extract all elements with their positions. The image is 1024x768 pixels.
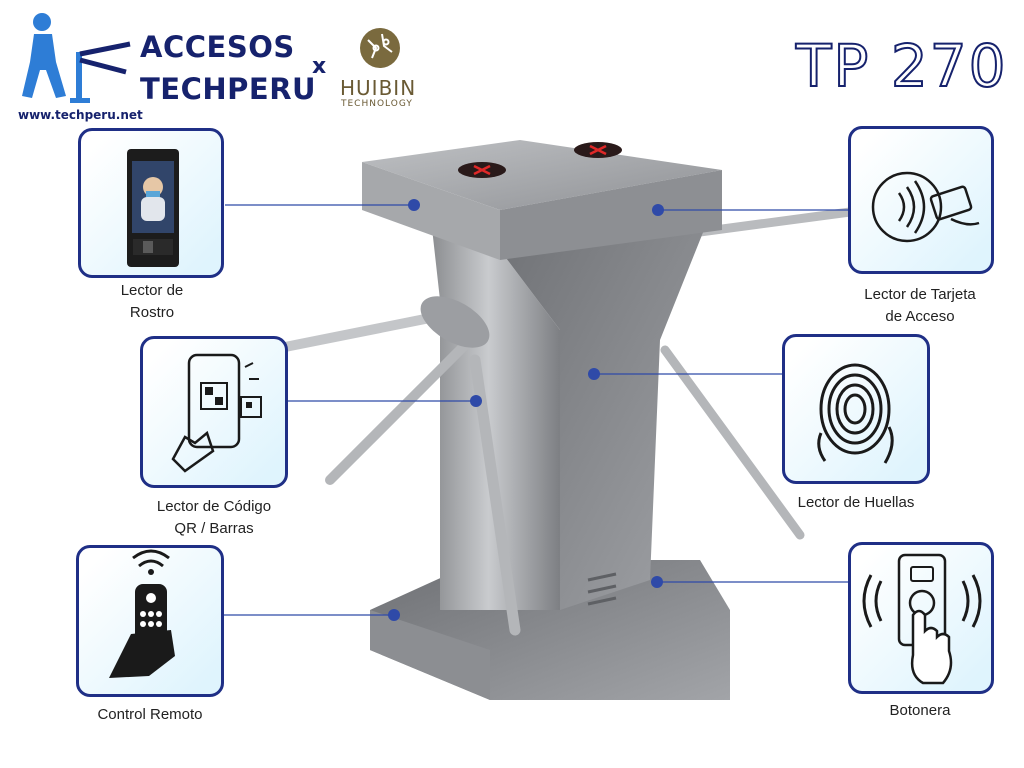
model-title: TP 270 <box>795 31 1008 101</box>
huibin-emblem-icon <box>360 28 400 68</box>
face-reader-icon <box>127 149 179 267</box>
website-url[interactable]: www.techperu.net <box>18 108 143 122</box>
fingerprint-icon <box>817 363 894 464</box>
feature-card-face <box>78 128 224 278</box>
feature-label-remote: Control Remoto <box>97 706 203 723</box>
remote-control-icon <box>109 549 175 678</box>
feature-label-fingerprint: Lector de Huellas <box>797 494 915 511</box>
card-reader-icon <box>871 171 980 243</box>
brand-line-2: TECHPERU <box>140 72 317 106</box>
feature-card-qr <box>140 336 288 488</box>
partner-subtitle: TECHNOLOGY <box>341 99 413 109</box>
walker-turnstile-logo-icon <box>22 13 131 103</box>
feature-card-fingerprint <box>782 334 930 484</box>
feature-card-button <box>848 542 994 694</box>
push-button-icon <box>862 553 982 685</box>
qr-scan-icon <box>171 353 262 473</box>
brand-line-1: ACCESOS <box>140 30 295 64</box>
partner-name: HUIBIN <box>340 76 417 100</box>
feature-card-remote <box>76 545 224 697</box>
feature-label-button: Botonera <box>889 702 951 719</box>
brand-separator: x <box>312 54 327 79</box>
feature-card-access <box>848 126 994 274</box>
